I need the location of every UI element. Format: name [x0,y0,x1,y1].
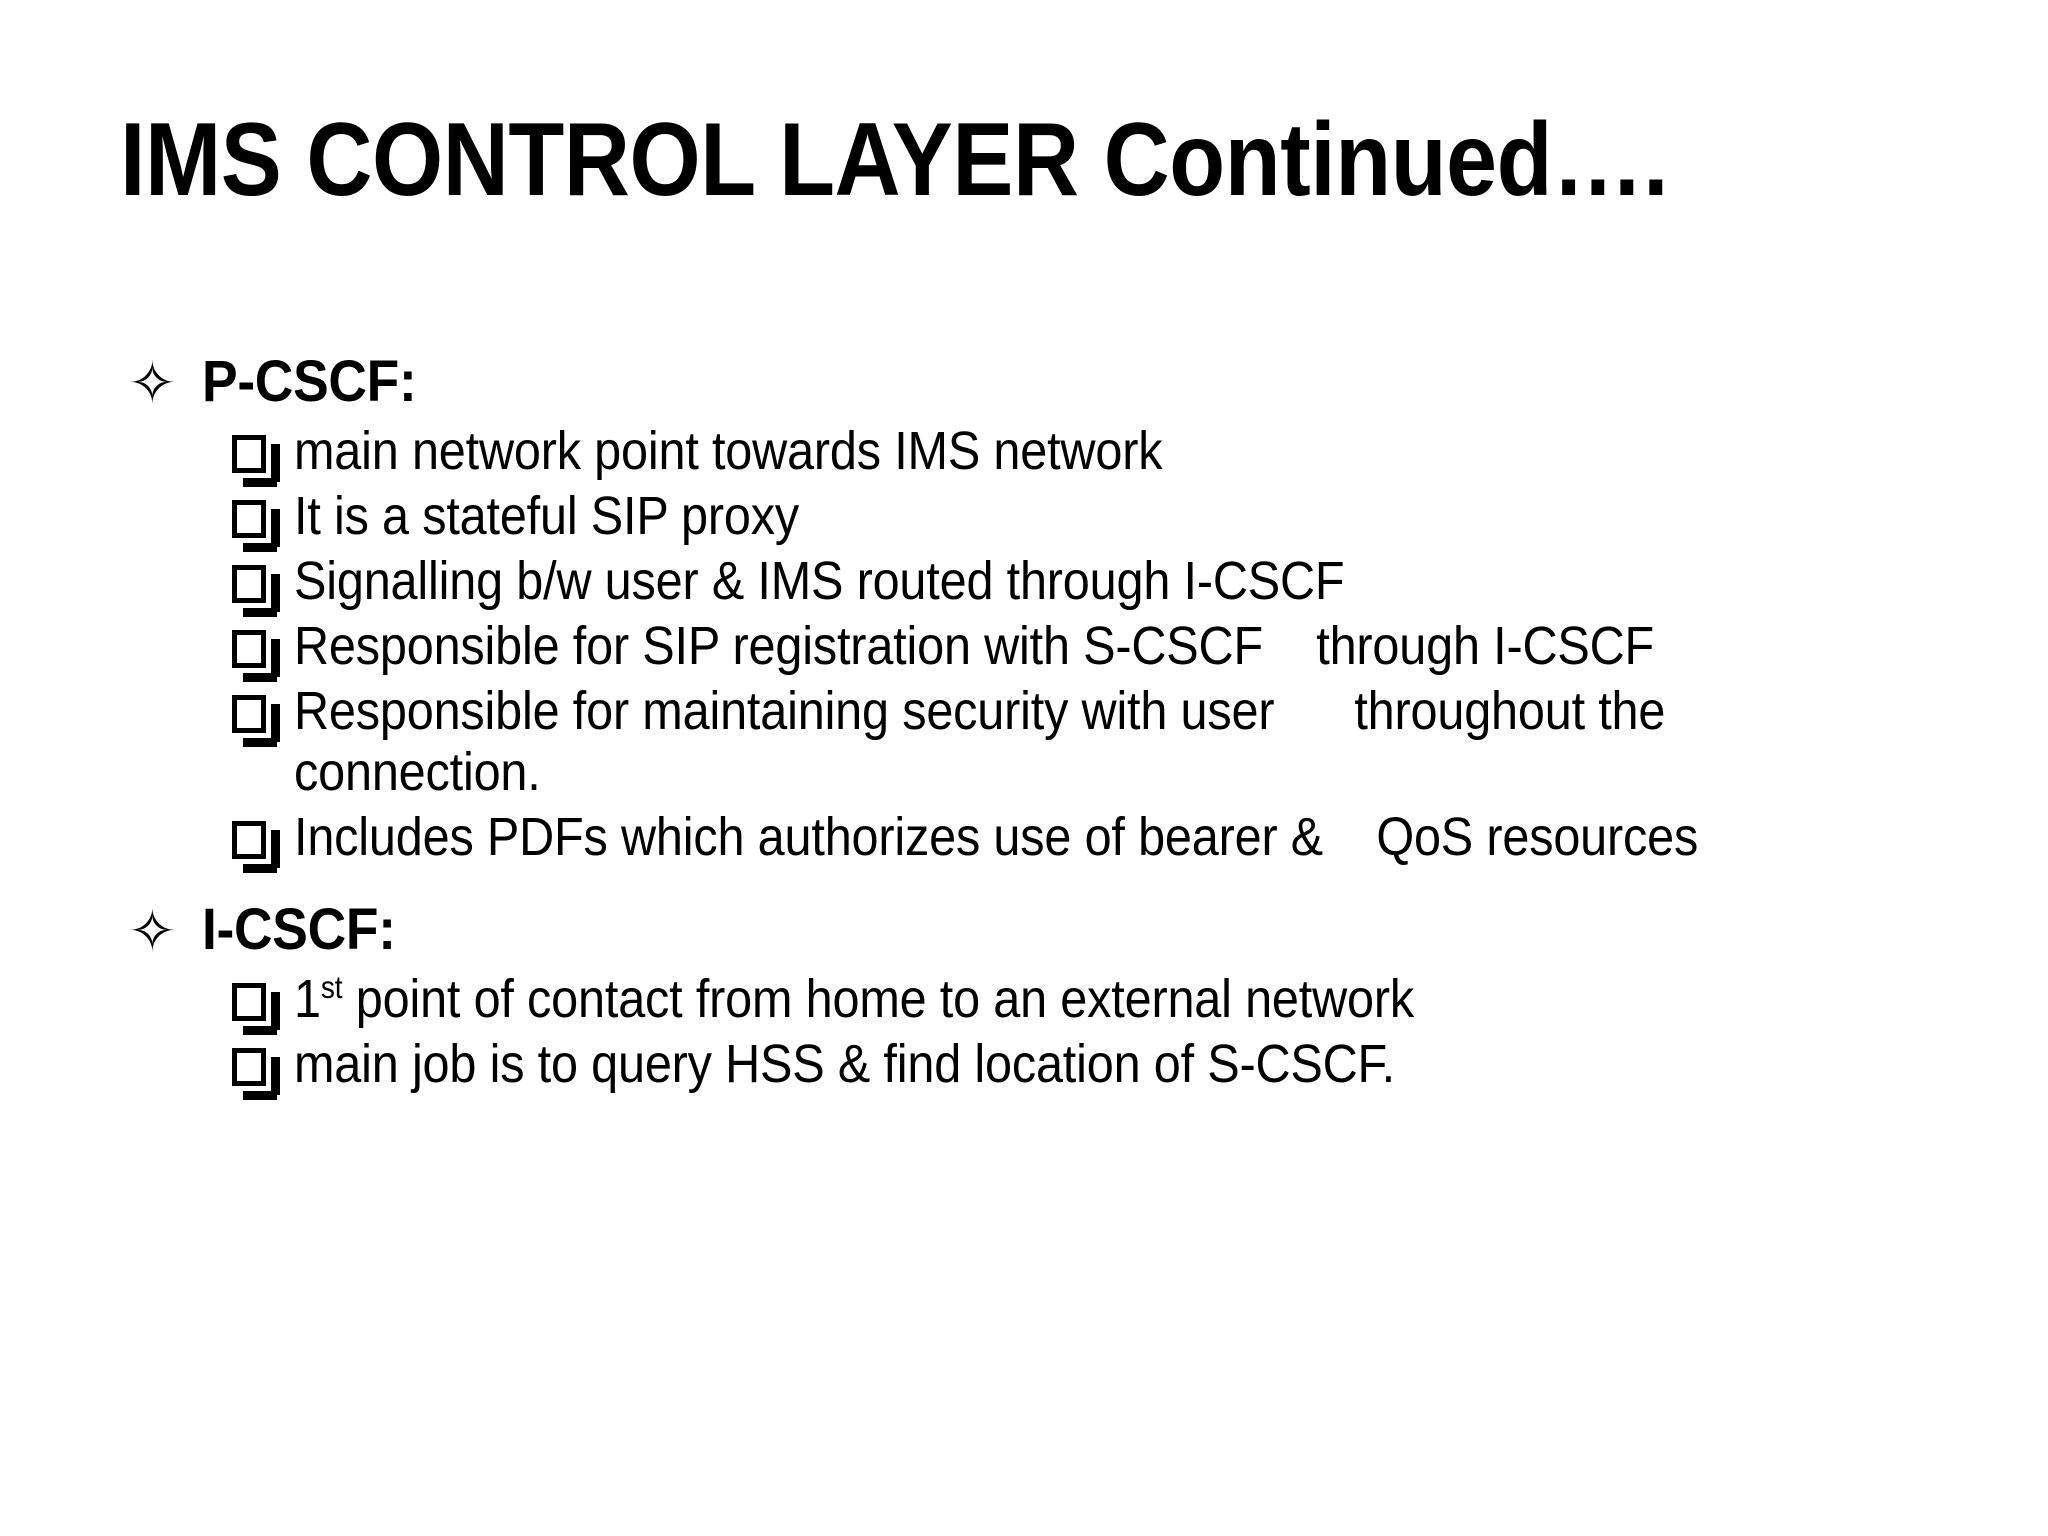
shadowed-hollow-square-bullet-icon [232,695,294,748]
list-item-label: Responsible for maintaining security wit… [294,681,1679,803]
slide-title: IMS CONTROL LAYER Continued…. [120,102,1669,218]
shadowed-hollow-square-bullet-icon [232,499,294,552]
list-item: Responsible for SIP registration with S-… [0,616,2048,682]
list-item: main job is to query HSS & find location… [0,1034,2048,1101]
shadowed-hollow-square-bullet-icon [232,630,294,682]
list-item: Includes PDFs which authorizes use of be… [0,807,2048,874]
section-heading-label: P-CSCF: [202,349,417,414]
shadowed-hollow-square-bullet-icon [232,821,294,874]
section-heading-i-cscf: ✧ I-CSCF: [0,897,2048,966]
list-item: Responsible for maintaining security wit… [0,681,2048,803]
shadowed-hollow-square-bullet-icon [232,1048,294,1101]
list-item-label: Responsible for SIP registration with S-… [294,616,1655,676]
list-item-label: 1st point of contact from home to an ext… [294,969,1414,1030]
shadowed-hollow-square-bullet-icon [232,564,294,617]
list-item-label: It is a stateful SIP proxy [294,485,799,546]
list-item-text: point of contact from home to an externa… [342,969,1415,1030]
list-item-label: main network point towards IMS network [294,420,1163,481]
list-item-label: Signalling b/w user & IMS routed through… [294,550,1345,611]
ordinal-suffix: st [320,970,343,1006]
section-heading-label: I-CSCF: [202,897,396,963]
ordinal-number: 1 [294,969,321,1030]
hollow-four-pointed-star-bullet-icon: ✧ [128,897,177,966]
section-heading-p-cscf: ✧ P-CSCF: [0,349,2048,417]
list-item: main network point towards IMS network [0,420,2048,487]
list-item-label: Includes PDFs which authorizes use of be… [294,807,1699,868]
list-item: Signalling b/w user & IMS routed through… [0,550,2048,617]
shadowed-hollow-square-bullet-icon [232,983,294,1036]
hollow-four-pointed-star-bullet-icon: ✧ [128,349,177,417]
list-item: 1st point of contact from home to an ext… [0,969,2048,1036]
slide-body: ✧ P-CSCF: main network point towards IMS… [0,349,2048,1101]
shadowed-hollow-square-bullet-icon [232,434,294,487]
list-item-label: main job is to query HSS & find location… [294,1034,1396,1095]
list-item: It is a stateful SIP proxy [0,485,2048,552]
